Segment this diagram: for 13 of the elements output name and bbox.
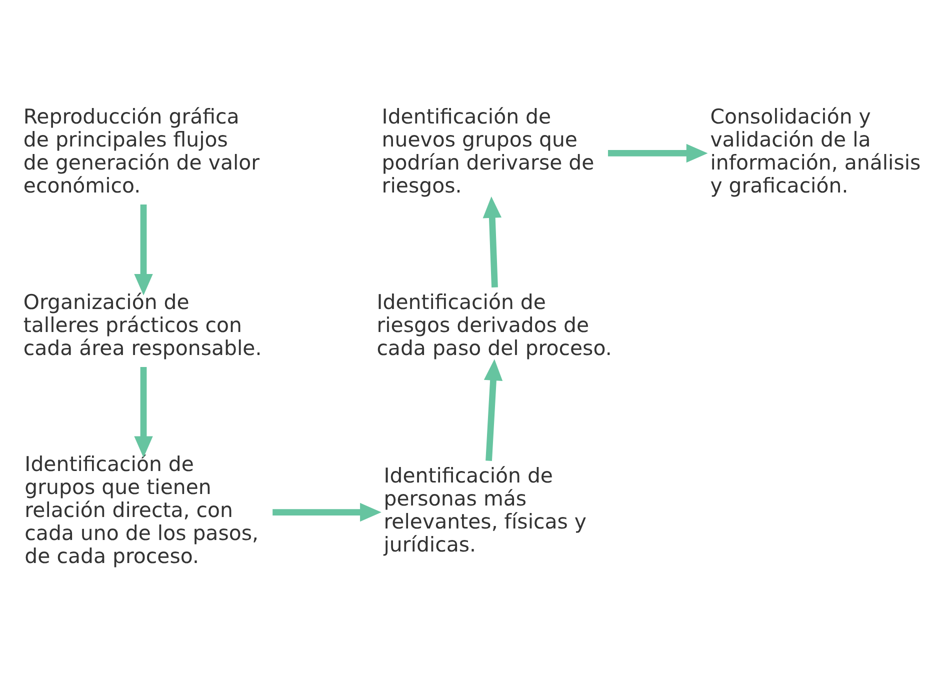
node-text: Identificación de nuevos grupos que podrían derivarse de riesgos. <box>382 104 594 198</box>
arrow <box>134 366 153 458</box>
arrow <box>272 502 382 522</box>
node-text: Identificación de grupos que tienen relación directa, con cada uno de los pasos, de cada proceso. <box>24 452 259 568</box>
arrow <box>484 358 503 460</box>
node-text: Identificación de personas más relevantes, físicas y jurídicas. <box>384 463 587 556</box>
arrow <box>134 204 153 295</box>
node-text: Reproducción gráfica de principales flujos de generación de valor económico. <box>23 104 260 198</box>
arrow <box>482 196 502 287</box>
node-text: Organización de talleres prácticos con cada área responsable. <box>23 289 262 360</box>
node-text: Consolidación y validación de la información, análisis y graficación. <box>710 104 921 198</box>
node-text: Identificación de riesgos derivados de cada paso del proceso. <box>376 289 612 360</box>
arrow <box>608 143 708 162</box>
